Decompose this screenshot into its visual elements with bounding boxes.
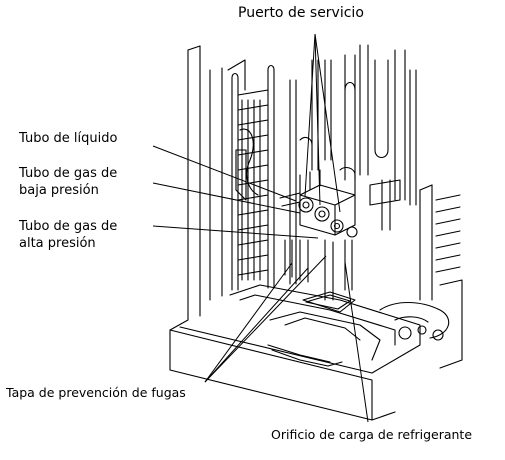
label-low-pressure-gas-tube: Tubo de gas de baja presión <box>19 165 117 199</box>
label-low-pressure-gas-tube-line1: Tubo de gas de <box>19 166 118 181</box>
label-leak-prevention-cap: Tapa de prevención de fugas <box>6 385 186 400</box>
service-valve-block <box>279 166 358 301</box>
right-side-panels <box>419 184 461 301</box>
label-liquid-tube: Tubo de líquido <box>19 131 118 146</box>
vertical-pipes <box>299 44 417 231</box>
base-pan <box>229 279 463 374</box>
label-high-pressure-gas-tube-line1: Tubo de gas de <box>19 219 118 234</box>
cabinet-frame <box>169 45 396 421</box>
coil-headers <box>231 64 297 291</box>
leader-lines <box>152 33 369 423</box>
label-service-port: Puerto de servicio <box>238 5 364 21</box>
label-high-pressure-gas-tube-line2: alta presión <box>19 236 96 251</box>
label-high-pressure-gas-tube: Tubo de gas de alta presión <box>19 218 117 252</box>
label-low-pressure-gas-tube-line2: baja presión <box>19 183 99 198</box>
label-refrigerant-charge-port: Orificio de carga de refrigerante <box>271 427 473 442</box>
